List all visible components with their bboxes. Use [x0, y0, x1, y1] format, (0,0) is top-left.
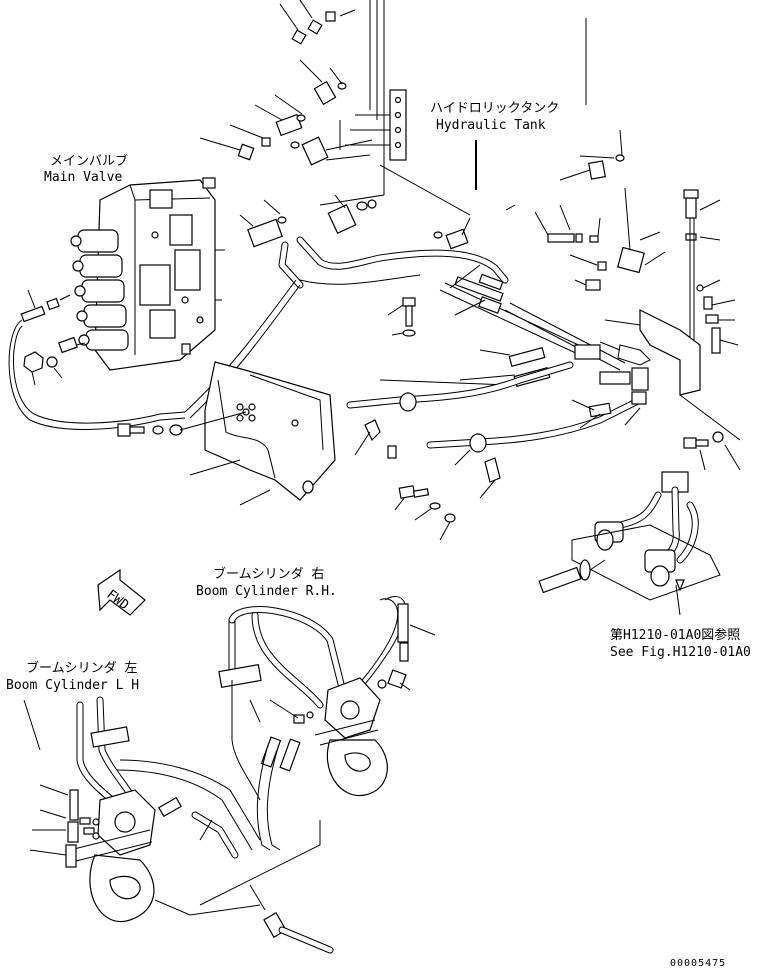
boom-cylinder-lh-label-en: Boom Cylinder L H — [6, 678, 139, 693]
boom-cylinder-lh-label-jp: ブームシリンダ 左 — [26, 660, 137, 676]
boom-cylinder-lh-label: ブームシリンダ 左 Boom Cylinder L H — [6, 660, 139, 693]
main-valve-label-jp: メインバルブ — [50, 153, 128, 169]
lower-center-bolts — [387, 445, 456, 541]
bottom-hose — [154, 884, 334, 954]
fwd-arrow: FWD — [97, 568, 146, 616]
manifold-bar — [345, 89, 407, 161]
boom-cylinder-rh-label-en: Boom Cylinder R.H. — [196, 584, 337, 599]
boom-cylinder-rh — [218, 596, 436, 797]
valve-spools — [70, 229, 129, 351]
boom-cylinder-lh — [23, 696, 239, 923]
hydraulic-tank-label-en: Hydraulic Tank — [436, 118, 546, 133]
main-valve-label: メインバルブ Main Valve — [44, 153, 128, 185]
main-valve — [70, 177, 225, 371]
top-fittings-group — [199, 0, 587, 166]
see-figure-reference: 第H1210-01A0図参照 See Fig.H1210-01A0 — [610, 627, 751, 660]
right-mounting-bracket — [571, 309, 701, 429]
right-fittings — [534, 129, 739, 380]
boom-cylinder-rh-label-jp: ブームシリンダ 右 — [213, 566, 324, 582]
hydraulic-tank-label: ハイドロリックタンク Hydraulic Tank — [430, 101, 559, 133]
main-valve-label-en: Main Valve — [44, 170, 122, 185]
bracket-plate — [189, 361, 336, 506]
see-figure-reference-en: See Fig.H1210-01A0 — [610, 645, 751, 660]
bracket-bolt-set — [117, 411, 247, 437]
boom-cylinder-rh-label: ブームシリンダ 右 Boom Cylinder R.H. — [196, 566, 337, 599]
right-bolt-washer — [679, 394, 741, 471]
flange-assembly — [538, 471, 721, 616]
hydraulic-tank-label-jp: ハイドロリックタンク — [430, 101, 559, 116]
see-figure-reference-jp: 第H1210-01A0図参照 — [610, 627, 740, 643]
tank-fittings — [239, 194, 516, 250]
drawing-number: 00005475 — [670, 958, 726, 969]
center-bolt — [387, 297, 416, 337]
valve-left-fittings — [20, 289, 86, 386]
piping-to-cylinders — [256, 744, 271, 851]
top-nut-1 — [279, 0, 356, 45]
